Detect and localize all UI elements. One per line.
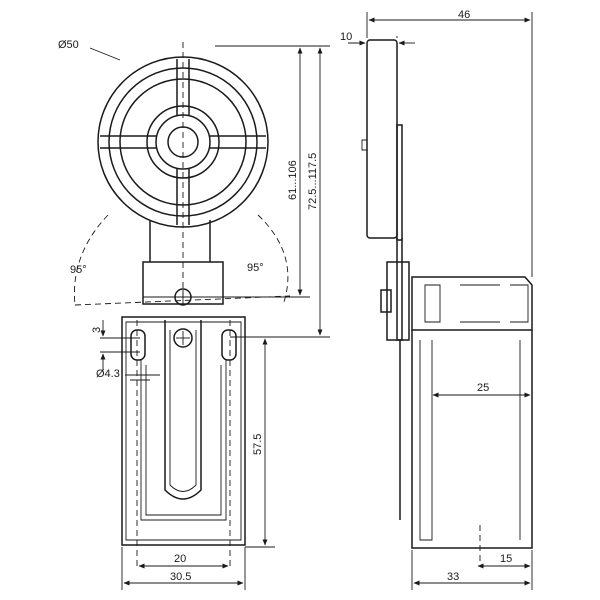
- total-length-label: 72.5...117.5: [307, 153, 319, 210]
- hole-diameter-label: Ø4.3: [96, 368, 120, 380]
- roller-width-label: 10: [340, 31, 352, 43]
- angle-left-label: 95°: [70, 264, 87, 276]
- body-depth-label: 33: [447, 571, 459, 583]
- wheel-diameter-label: Ø50: [58, 39, 79, 51]
- body-width-label: 30.5: [170, 571, 191, 583]
- angle-right-label: 95°: [247, 262, 264, 274]
- hole-spacing-label: 3: [91, 327, 103, 333]
- switch-body: [121, 316, 246, 546]
- lever-length-label: 61...106: [287, 160, 299, 200]
- front-view: 95° 95° Ø50 61...106 72.5...11: [58, 39, 330, 590]
- shaft-offset-label: 25: [477, 382, 489, 394]
- hole-pitch-label: 20: [174, 553, 186, 565]
- body-height-label: 57.5: [252, 434, 264, 455]
- total-depth-label: 46: [458, 9, 470, 21]
- mount-offset-label: 15: [500, 553, 512, 565]
- side-view: 46 10 25 15 33: [340, 9, 533, 590]
